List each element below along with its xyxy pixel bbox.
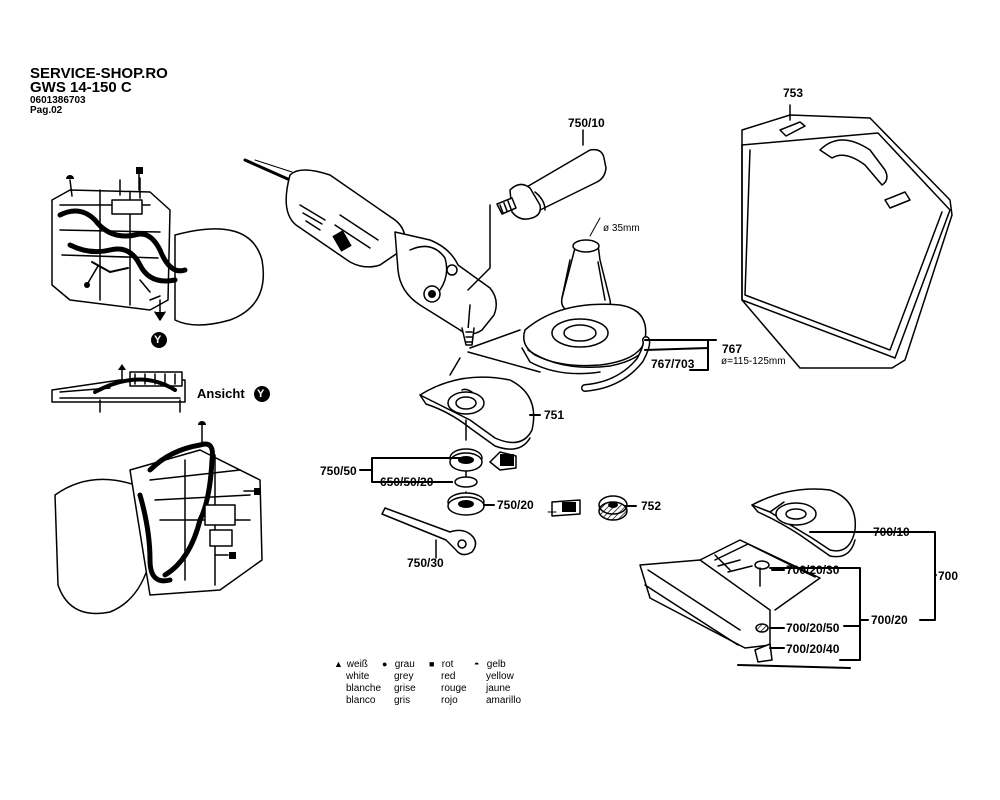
- wiring-detail-bottom: [54, 421, 263, 615]
- legend-grey-es: gris: [394, 695, 411, 706]
- half-circle-icon: ◓: [474, 659, 480, 669]
- wiring-detail-top: [51, 167, 265, 348]
- auxiliary-handle: [467, 129, 607, 291]
- page-number: Pag.02: [30, 105, 63, 116]
- flange-stack: [447, 419, 628, 521]
- legend-grey: ● grau grey grise gris: [382, 658, 416, 707]
- spanner-wrench: [381, 507, 477, 559]
- dot-icon: ●: [382, 659, 388, 669]
- callout-750-20: 750/20: [497, 498, 534, 512]
- part-code: 0601386703: [30, 95, 86, 106]
- legend-yellow-fr: jaune: [486, 683, 511, 694]
- angle-grinder-body: [243, 158, 497, 346]
- callout-700-20: 700/20: [871, 613, 908, 627]
- square-icon: ■: [429, 659, 435, 669]
- note-diameter-range: ø=115-125mm: [721, 356, 786, 367]
- extraction-attachment: [639, 488, 857, 663]
- legend-red-es: rojo: [441, 695, 458, 706]
- model-name: GWS 14-150 C: [30, 79, 132, 96]
- callout-650-50-20: 650/50/20: [380, 475, 434, 489]
- legend-yellow-en: yellow: [486, 671, 514, 682]
- callout-700-20-50: 700/20/50: [786, 621, 840, 635]
- callout-750-10: 750/10: [568, 116, 605, 130]
- legend-yellow-es: amarillo: [486, 695, 522, 706]
- dust-hood: [449, 217, 651, 392]
- note-diameter-35: ø 35mm: [603, 223, 640, 234]
- legend-white-es: blanco: [346, 695, 376, 706]
- triangle-icon: ▲: [334, 659, 343, 669]
- carrying-case: [741, 104, 953, 369]
- legend-yellow: ◓ gelb yellow jaune amarillo: [474, 658, 521, 707]
- legend-white-en: white: [346, 671, 370, 682]
- legend-grey-de: grau: [394, 659, 415, 670]
- shop-name: SERVICE-SHOP.RO: [30, 65, 168, 82]
- callout-751: 751: [544, 408, 565, 422]
- callout-753: 753: [783, 86, 804, 100]
- callout-750-30: 750/30: [407, 556, 444, 570]
- legend-white-fr: blanche: [346, 683, 382, 694]
- legend-white: ▲ weiß white blanche blanco: [334, 658, 381, 707]
- legend-red-de: rot: [441, 659, 454, 670]
- callout-767-703: 767/703: [651, 357, 695, 371]
- side-view-y: [51, 364, 270, 413]
- callout-752: 752: [641, 499, 662, 513]
- legend-yellow-de: gelb: [486, 659, 506, 670]
- legend-grey-fr: grise: [394, 683, 416, 694]
- wheel-guard: [419, 376, 541, 450]
- legend-white-de: weiß: [346, 659, 368, 670]
- callout-750-50: 750/50: [320, 464, 357, 478]
- callout-700: 700: [938, 569, 959, 583]
- view-marker-y: Y: [257, 388, 265, 400]
- callout-700-20-40: 700/20/40: [786, 642, 840, 656]
- legend-red-fr: rouge: [441, 683, 467, 694]
- view-marker-y-top: Y: [154, 334, 162, 346]
- legend-red-en: red: [441, 671, 456, 682]
- callout-leaders: [359, 339, 937, 669]
- callout-700-20-30: 700/20/30: [786, 563, 840, 577]
- legend-red: ■ rot red rouge rojo: [429, 658, 467, 707]
- callout-700-10: 700/10: [873, 525, 910, 539]
- view-label: Ansicht: [197, 386, 245, 401]
- callout-767: 767: [722, 342, 743, 356]
- legend-grey-en: grey: [394, 671, 414, 682]
